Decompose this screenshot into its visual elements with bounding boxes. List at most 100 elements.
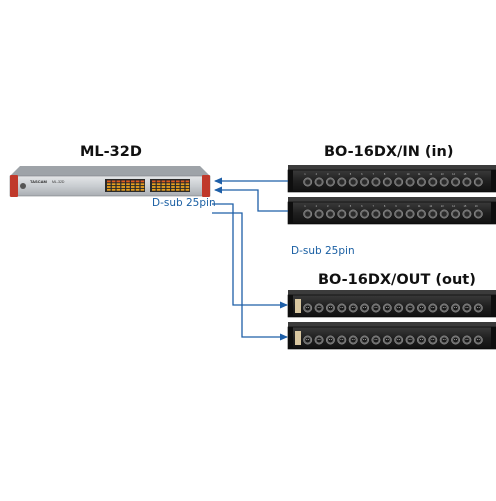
meter-segment	[131, 180, 135, 183]
meter-segment	[135, 188, 140, 191]
channel-number: 15	[463, 204, 466, 208]
channel-number: 4	[338, 172, 340, 176]
xlr-socket	[373, 305, 379, 311]
channel-number: 4	[338, 204, 340, 208]
xlr-pin	[330, 339, 332, 340]
xlr-pin	[455, 339, 457, 340]
level-meters-left	[107, 180, 145, 191]
channel-number: 1	[304, 204, 306, 208]
xlr-pin	[478, 307, 480, 308]
meter-segment	[161, 186, 166, 188]
xlr-socket	[305, 305, 311, 311]
xlr-pin	[363, 307, 365, 308]
xlr-pin	[329, 307, 331, 308]
meter-segment	[185, 188, 190, 191]
meter-segment	[111, 183, 116, 186]
meter-segment	[116, 183, 121, 186]
xlr-pin	[319, 339, 321, 340]
in-breakout-title: BO-16DX/IN (in)	[324, 144, 454, 160]
meter-segment	[152, 186, 156, 188]
xlr-socket	[339, 211, 345, 217]
meter-segment	[121, 186, 125, 188]
rack-top	[288, 165, 496, 170]
channel-number: 5	[350, 204, 352, 208]
meter-segment	[116, 180, 121, 183]
bo16dx-out-unit-2	[287, 322, 496, 350]
xlr-pin	[376, 339, 378, 340]
meter-segment	[131, 188, 135, 191]
channel-number: 8	[384, 172, 386, 176]
xlr-socket	[464, 305, 470, 311]
xlr-socket	[384, 179, 390, 185]
meter-segment	[131, 183, 135, 186]
xlr-socket	[362, 305, 368, 311]
meter-segment	[161, 188, 166, 191]
xlr-pin	[454, 307, 456, 308]
xlr-pin	[329, 339, 331, 340]
xlr-pin	[376, 307, 378, 308]
xlr-pin	[317, 307, 319, 308]
xlr-socket	[418, 305, 424, 311]
xlr-pin	[353, 339, 355, 340]
xlr-pin	[465, 307, 467, 308]
channel-number: 14	[452, 172, 455, 176]
xlr-socket	[373, 179, 379, 185]
meter-segment	[126, 180, 130, 183]
xlr-socket	[452, 179, 459, 185]
meter-segment	[176, 180, 180, 183]
channel-number: 10	[407, 172, 410, 176]
xlr-socket	[350, 305, 356, 311]
channel-number: 16	[475, 172, 478, 176]
channel-number: 2	[316, 172, 318, 176]
xlr-socket	[407, 211, 413, 217]
xlr-pin	[364, 339, 366, 340]
channel-number: 11	[418, 172, 421, 176]
meter-segment	[185, 186, 190, 188]
xlr-socket	[384, 211, 390, 217]
xlr-pin	[364, 307, 366, 308]
xlr-pin	[387, 307, 389, 308]
xlr-pin	[465, 339, 467, 340]
xlr-pin	[420, 339, 422, 340]
bo16dx-out-unit-1	[287, 290, 496, 318]
meter-segment	[126, 188, 130, 191]
xlr-pin	[455, 307, 457, 308]
rack-ear-left	[288, 295, 293, 317]
xlr-pin	[351, 307, 353, 308]
xlr-socket	[452, 211, 459, 217]
xlr-pin	[306, 339, 308, 340]
xlr-socket	[305, 211, 311, 217]
rack-top	[288, 290, 496, 295]
meter-segment	[185, 180, 190, 183]
xlr-pin	[387, 339, 389, 340]
meter-segment	[140, 188, 145, 191]
meter-segment	[140, 180, 145, 183]
xlr-socket	[361, 179, 368, 185]
rack-ear-right	[491, 170, 496, 192]
meter-segment	[140, 183, 145, 186]
xlr-pin	[410, 339, 412, 340]
rack-ear-right	[491, 295, 496, 317]
xlr-pin	[476, 307, 478, 308]
power-button	[20, 183, 26, 189]
channel-number: 7	[372, 204, 374, 208]
xlr-socket	[316, 337, 322, 343]
xlr-socket	[430, 179, 436, 185]
meter-segment	[121, 188, 125, 191]
meter-segment	[171, 180, 175, 183]
meter-segment	[140, 186, 145, 188]
channel-number: 15	[463, 172, 466, 176]
xlr-pin	[340, 339, 342, 340]
meter-segment	[171, 188, 175, 191]
xlr-socket	[475, 305, 481, 311]
xlr-pin	[467, 307, 469, 308]
rack-ear-right	[491, 327, 496, 349]
xlr-pin	[467, 339, 469, 340]
xlr-pin	[319, 307, 321, 308]
xlr-socket	[305, 179, 311, 185]
dsub-label-right: D-sub 25pin	[291, 245, 355, 257]
rack-handle-left	[10, 175, 18, 197]
unit-brand: TASCAM	[30, 179, 47, 184]
